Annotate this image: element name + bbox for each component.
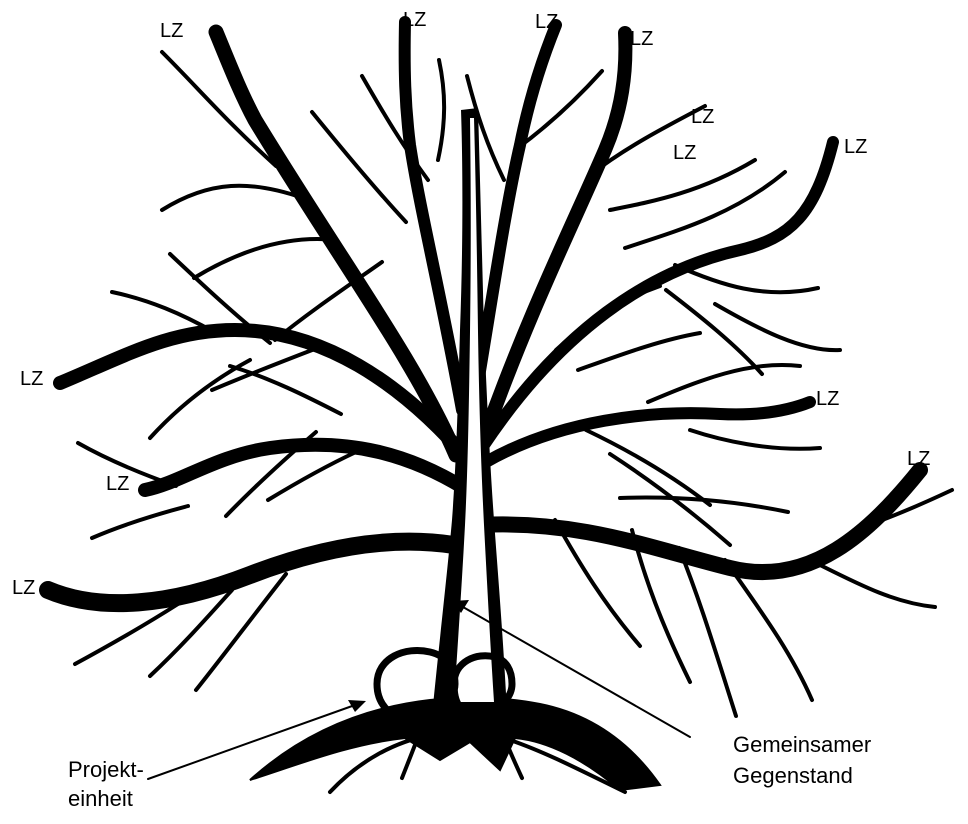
- fine-twig: [725, 560, 812, 700]
- fine-twig: [438, 60, 444, 160]
- fine-twig: [620, 498, 788, 512]
- branch-label-lz: LZ: [12, 578, 35, 598]
- fine-twig: [212, 347, 320, 390]
- main-branch: [486, 402, 810, 462]
- fine-twig: [578, 333, 700, 370]
- main-branch: [405, 22, 462, 410]
- fine-twig: [230, 366, 341, 414]
- main-branch: [48, 542, 454, 604]
- branch-label-lz: LZ: [816, 389, 839, 409]
- fine-twig: [820, 565, 935, 607]
- branch-label-lz: LZ: [907, 449, 930, 469]
- branch-label-lz: LZ: [535, 12, 558, 32]
- callout-project-unit-line1: Projekt-: [68, 759, 144, 781]
- main-branch: [145, 445, 464, 490]
- branch-label-lz: LZ: [20, 369, 43, 389]
- branch-label-lz: LZ: [403, 10, 426, 30]
- branch-label-lz: LZ: [691, 107, 714, 127]
- fine-twig: [690, 430, 820, 449]
- fine-twig: [586, 430, 710, 505]
- fine-twig: [75, 604, 178, 664]
- branch-label-lz: LZ: [844, 137, 867, 157]
- branch-label-lz: LZ: [673, 143, 696, 163]
- branch-label-lz: LZ: [106, 474, 129, 494]
- fine-twig: [162, 52, 276, 166]
- callout-common-subject-line1: Gemeinsamer: [733, 734, 871, 756]
- branch-label-lz: LZ: [160, 21, 183, 41]
- fine-twig: [150, 360, 250, 438]
- callout-project-unit-line2: einheit: [68, 788, 133, 810]
- branch-label-lz: LZ: [630, 29, 653, 49]
- callout-common-subject-line2: Gegenstand: [733, 765, 853, 787]
- fine-twig: [162, 186, 303, 210]
- fine-twig: [648, 365, 800, 402]
- fine-twig: [92, 506, 188, 538]
- fine-twig: [610, 160, 755, 210]
- main-branch: [216, 32, 456, 455]
- fine-twig: [194, 239, 336, 278]
- fine-twig: [268, 452, 356, 500]
